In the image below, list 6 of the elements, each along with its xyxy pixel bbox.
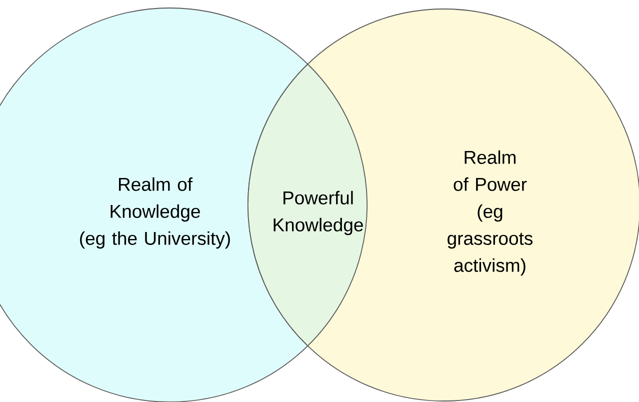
region-label: Powerful Knowledge — [274, 190, 363, 236]
node-label: Realm of Power — [454, 150, 527, 191]
region-label: Realm of Power (eg grassroots activism) — [448, 150, 532, 276]
region-label: Realm of Knowledge (eg the University) — [80, 177, 230, 249]
node-label: (eg grassroots activism) — [448, 204, 533, 276]
overlap-region — [248, 64, 368, 346]
